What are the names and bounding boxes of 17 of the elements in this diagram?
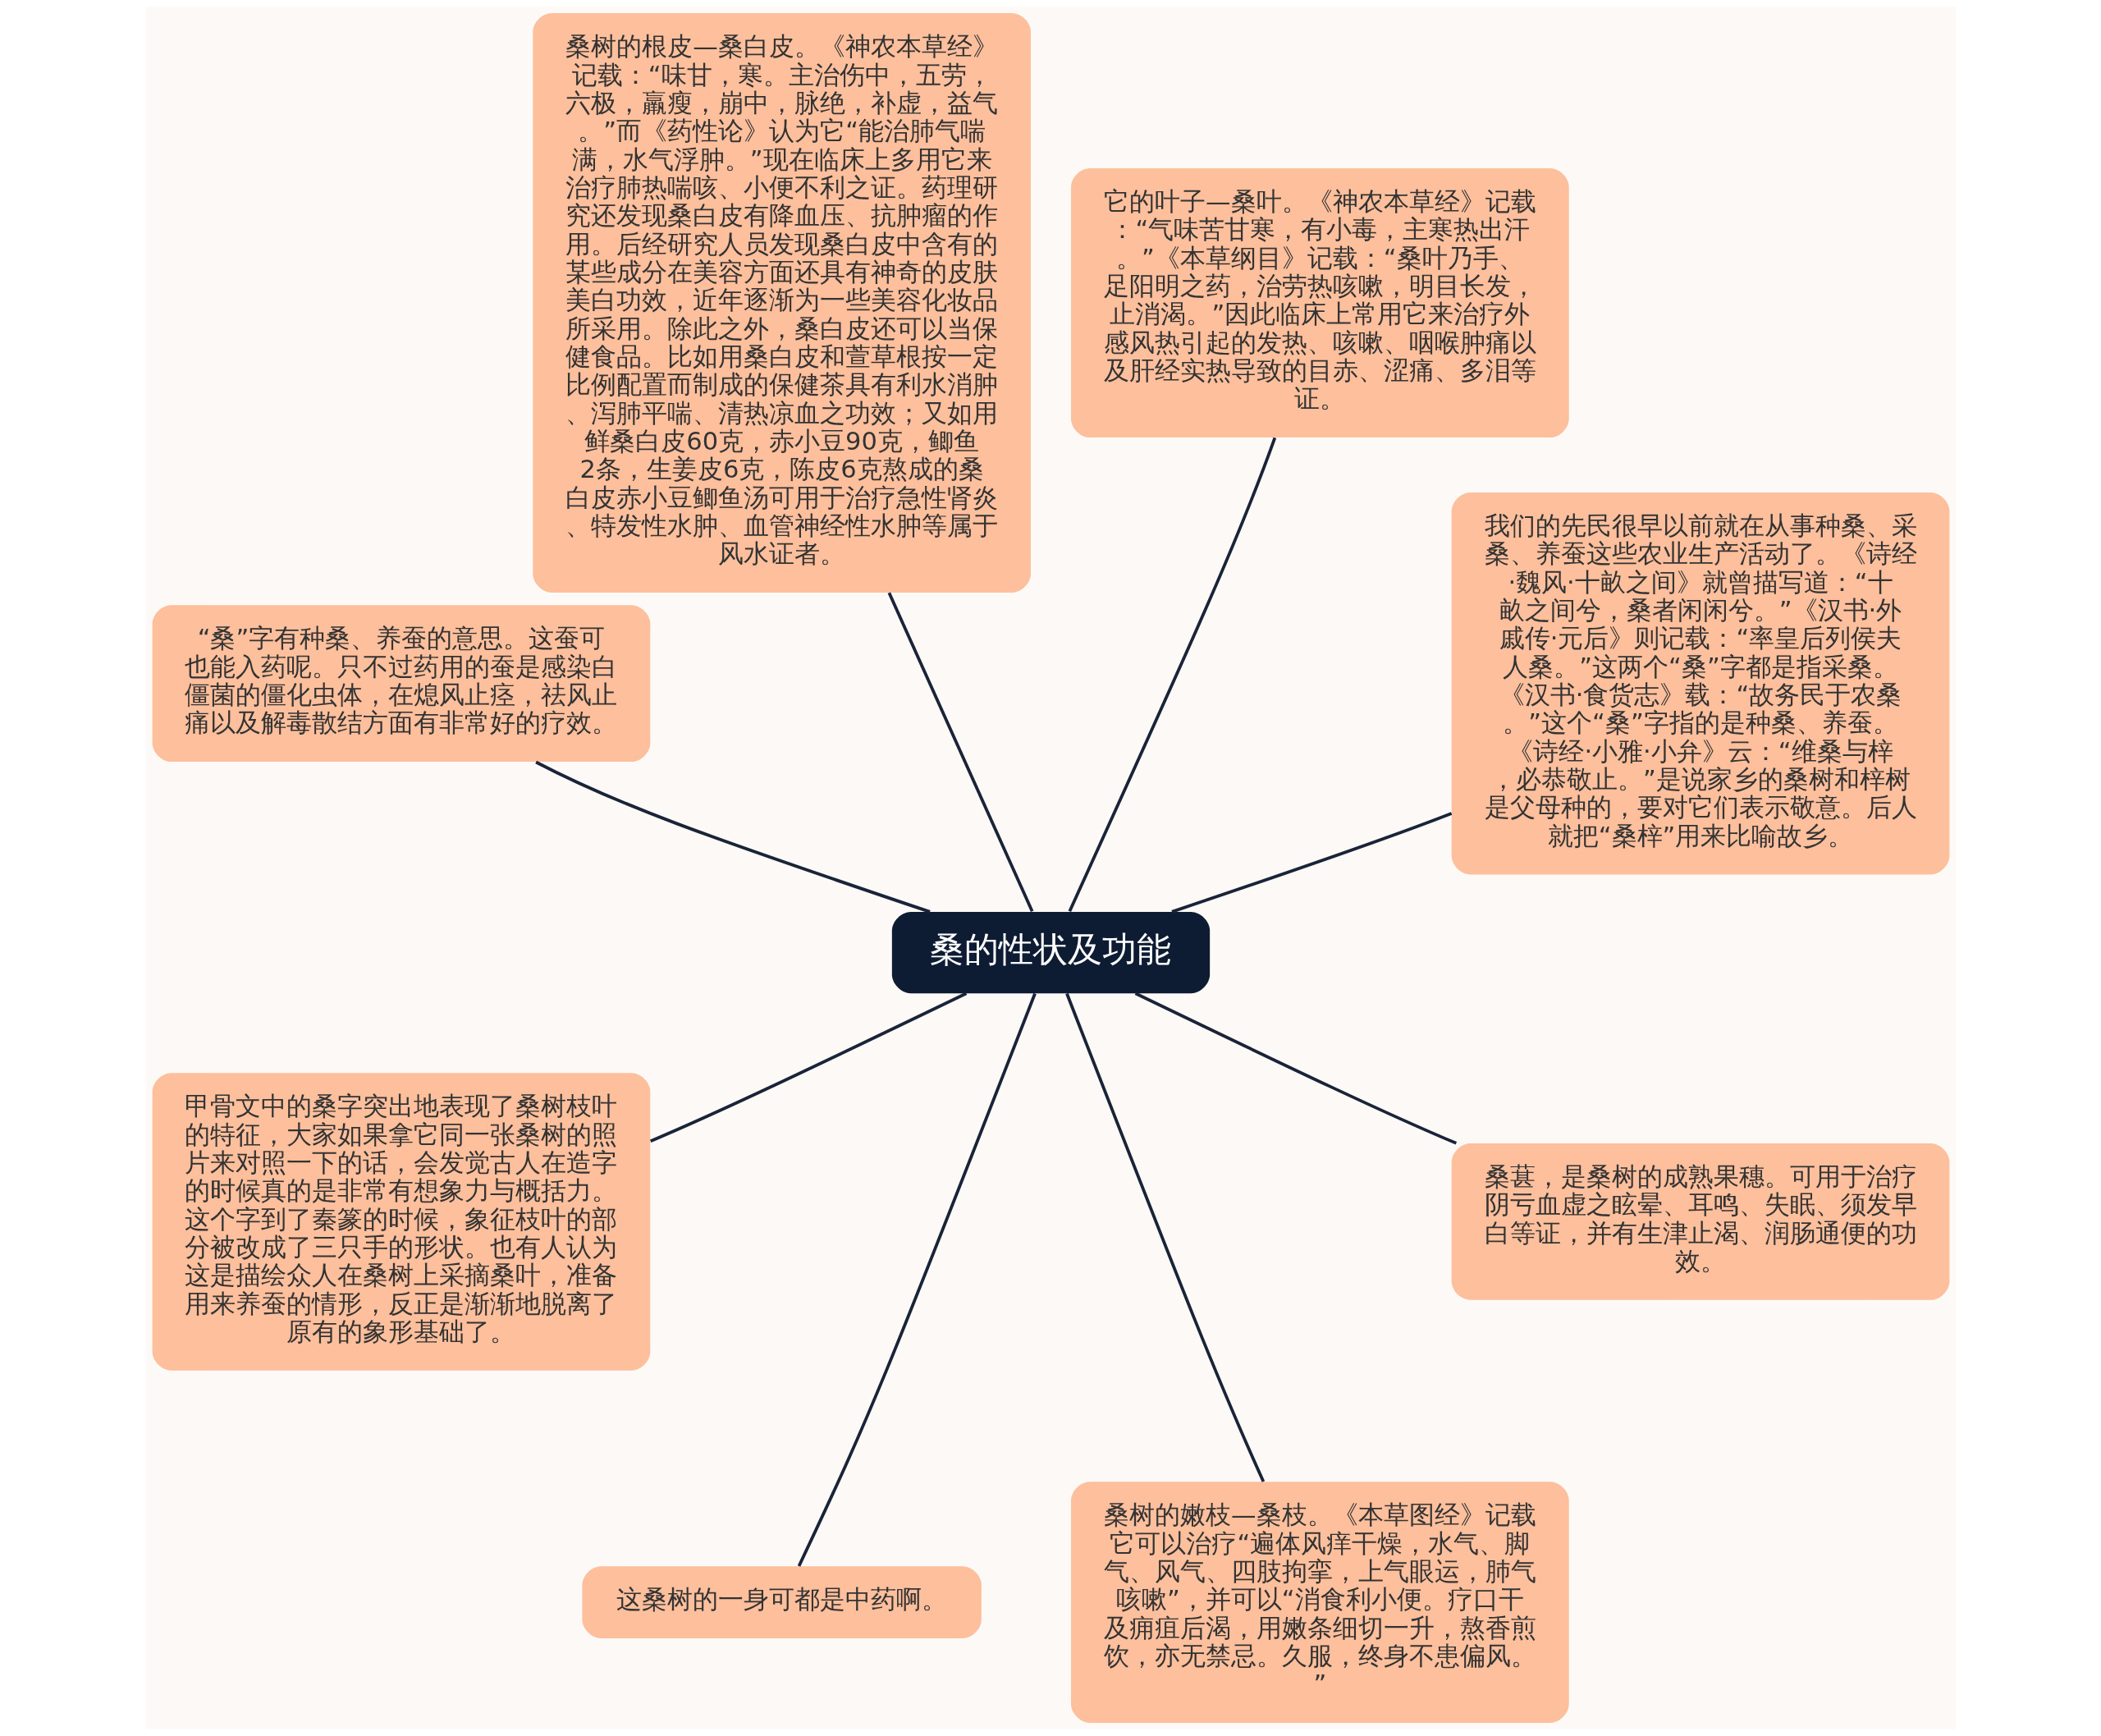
node-box: “桑”字有种桑、养蚕的意思。这蚕可也能入药呢。只不过药用的蚕是感染白僵菌的僵化虫体，在熄风止痉，祛风止痛以及解毒散结方面有非常好的疗效。 xyxy=(152,605,650,763)
node-box: 我们的先民很早以前就在从事种桑、采桑、养蚕这些农业生产活动了。《诗经·魏风·十畝之间》就曾描写道：“十畝之间兮，桑者闲闲兮。”《汉书·外戚传·元后》则记载：“率皇后列侯夫人桑。”这两个“桑”字都是指采桑。《汉书·食货志》载：“故务民于农桑。”这个“桑”字指的是种桑、养蚕。《诗经·小雅·小弁》云：“维桑与梓，必恭敬止。”是说家乡的桑树和梓树是父母种的，要对它们表示敬意。后人就把“桑梓”用来比喻故乡。 xyxy=(1451,492,1949,875)
connector xyxy=(649,992,967,1143)
connector xyxy=(534,760,931,914)
node-box: 这桑树的一身可都是中药啊。 xyxy=(581,1566,982,1638)
connector xyxy=(1068,437,1276,912)
connector xyxy=(887,592,1033,913)
node-box: 桑树的根皮—桑白皮。《神农本草经》记载：“味甘，寒。主治伤中，五劳，六极，羸瘦，崩中，脉绝，补虚，益气。”而《药性论》认为它“能治肺气喘满，水气浮肿。”现在临床上多用它来治疗肺热喘咳、小便不利之证。药理研究还发现桑白皮有降血压、抗肿瘤的作用。后经研究人员发现桑白皮中含有的某些成分在美容方面还具有神奇的皮肤美白功效，近年逐渐为一些美容化妆品所采用。除此之外，桑白皮还可以当保健食品。比如用桑白皮和萱草根按一定比例配置而制成的保健茶具有利水消肿、泻肺平喘、清热凉血之功效；又如用鲜桑白皮60克，赤小豆90克，鲫鱼2条，生姜皮6克，陈皮6克熬成的桑白皮赤小豆鲫鱼汤可用于治疗急性肾炎、特发性水肿、血管神经性水肿等属于风水证者。 xyxy=(532,13,1031,593)
node-box: 桑树的嫩枝—桑枝。《本草图经》记载它可以治疗“遍体风痒干燥，水气、脚气、风气、四肢拘挛，上气眼运，肺气咳嗽”，并可以“消食利小便。疗口干及痈疽后渴，用嫩条细切一升，熬香煎饮，亦无禁忌。久服，终身不患偏风。” xyxy=(1070,1482,1569,1723)
connector xyxy=(1064,992,1265,1482)
node-box: 桑的性状及功能 xyxy=(891,911,1210,994)
connector xyxy=(1134,992,1457,1145)
connector xyxy=(1170,812,1452,914)
node-box: 它的叶子—桑叶。《神农本草经》记载：“气味苦甘寒，有小毒，主寒热出汗。”《本草纲目》记载：“桑叶乃手、足阳明之药，治劳热咳嗽，明目长发，止消渴。”因此临床上常用它来治疗外感风热引起的发热、咳嗽、咽喉肿痛以及肝经实热导致的目赤、涩痛、多泪等证。 xyxy=(1070,167,1569,438)
connector xyxy=(797,992,1037,1567)
node-box: 甲骨文中的桑字突出地表现了桑树枝叶的特征，大家如果拿它同一张桑树的照片来对照一下的话，会发觉古人在造字的时候真的是非常有想象力与概括力。这个字到了秦篆的时候，象征枝叶的部分被改成了三只手的形状。也有人认为这是描绘众人在桑树上采摘桑叶，准备用来养蚕的情形，反正是渐渐地脱离了原有的象形基础了。 xyxy=(152,1073,650,1371)
node-box: 桑葚，是桑树的成熟果穗。可用于治疗阴亏血虚之眩晕、耳鸣、失眠、须发早白等证，并有生津止渴、润肠通便的功效。 xyxy=(1451,1143,1949,1300)
